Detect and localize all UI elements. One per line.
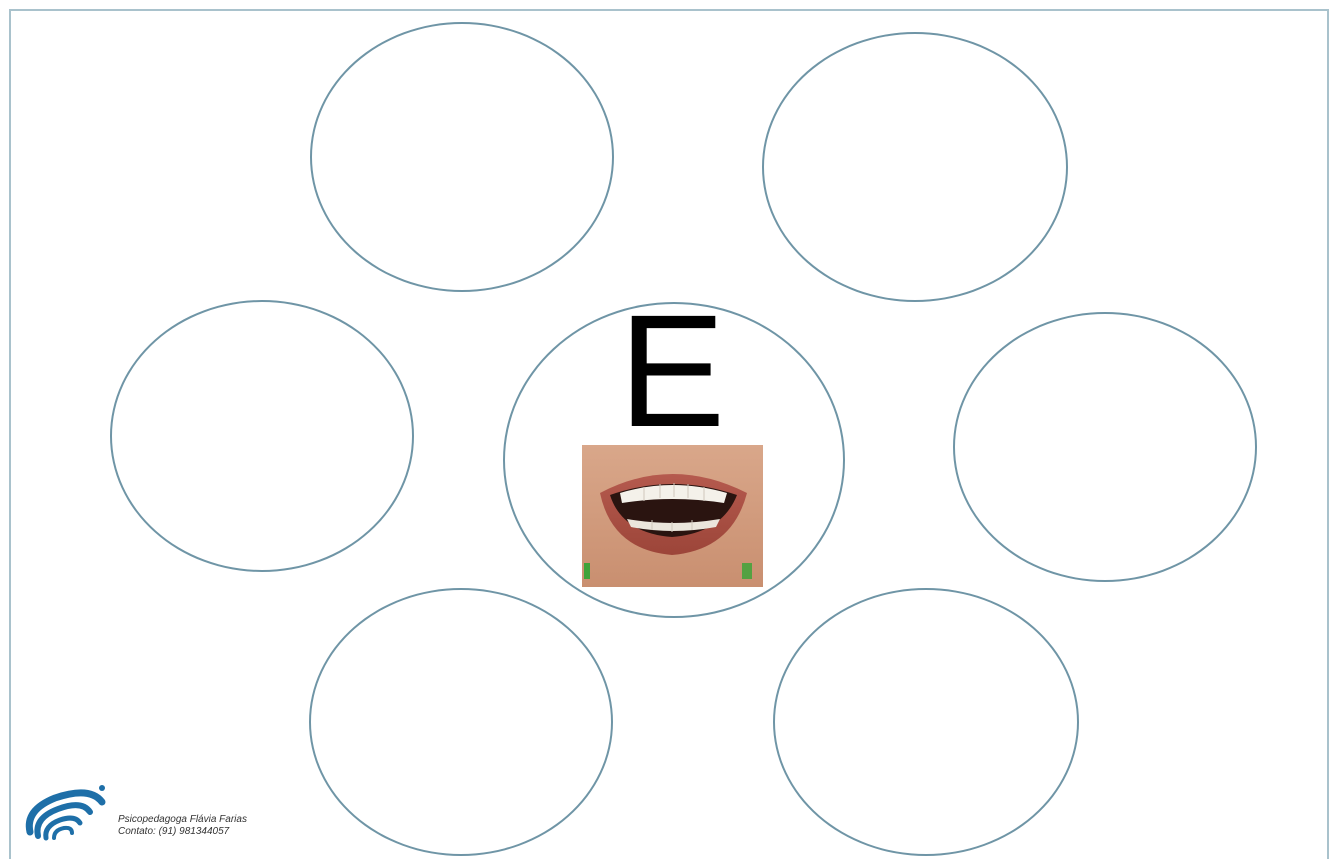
empty-circle-bottom-left: [309, 588, 613, 856]
empty-circle-middle-right: [953, 312, 1257, 582]
spiral-logo-icon: [20, 780, 112, 850]
empty-circle-top-left: [310, 22, 614, 292]
credits-name: Psicopedagoga Flávia Farias: [118, 814, 247, 826]
credits-contact: Contato: (91) 981344057: [118, 826, 247, 838]
empty-circle-bottom-right: [773, 588, 1079, 856]
credits-block: Psicopedagoga Flávia Farias Contato: (91…: [118, 814, 247, 838]
empty-circle-top-right: [762, 32, 1068, 302]
smiling-mouth-photo: [582, 445, 763, 587]
center-letter: E: [612, 296, 732, 446]
empty-circle-middle-left: [110, 300, 414, 572]
